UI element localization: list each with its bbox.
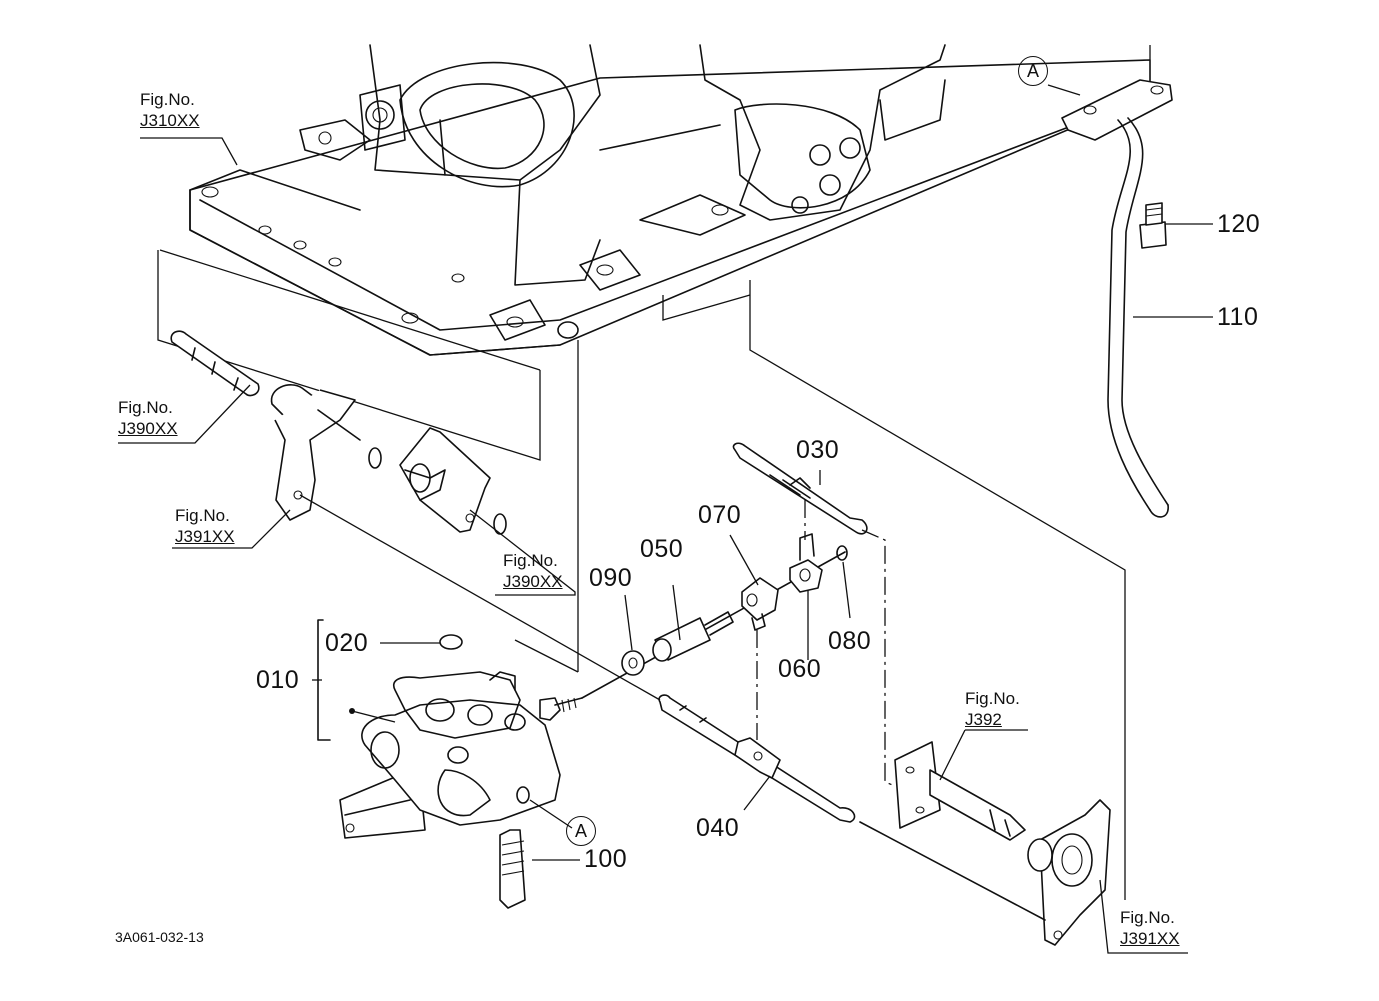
fig-ref-code: J392 <box>965 710 1002 729</box>
part-label-020: 020 <box>325 629 369 657</box>
fig-ref-prefix: Fig.No. <box>1120 908 1175 927</box>
left-pin-assembly-drawing <box>170 330 507 535</box>
part-label-090: 090 <box>589 564 633 592</box>
fig-ref-code: J390XX <box>503 572 563 591</box>
fig-ref-code: J310XX <box>140 111 200 130</box>
part-label-010: 010 <box>256 666 300 694</box>
fig-ref-j310xx: Fig.No. J310XX <box>140 89 200 131</box>
part-label-100: 100 <box>584 845 628 873</box>
fig-ref-code: J391XX <box>1120 929 1180 948</box>
fig-ref-j391xx-left: Fig.No. J391XX <box>175 505 235 547</box>
part-label-030: 030 <box>796 436 840 464</box>
rod-030-drawing <box>732 442 868 540</box>
fig-ref-j390xx-center: Fig.No. J390XX <box>503 550 563 592</box>
reference-marker-a-top: A <box>1018 56 1048 86</box>
part-label-060: 060 <box>778 655 822 683</box>
part-label-040: 040 <box>696 814 740 842</box>
fig-ref-prefix: Fig.No. <box>175 506 230 525</box>
fig-ref-j392: Fig.No. J392 <box>965 688 1020 730</box>
part-label-070: 070 <box>698 501 742 529</box>
fig-ref-prefix: Fig.No. <box>118 398 173 417</box>
valve-body-drawing <box>317 619 583 909</box>
fig-ref-prefix: Fig.No. <box>140 90 195 109</box>
transmission-housing-drawing <box>189 44 1151 356</box>
part-label-080: 080 <box>828 627 872 655</box>
fig-ref-code: J390XX <box>118 419 178 438</box>
fig-ref-prefix: Fig.No. <box>965 689 1020 708</box>
part-label-110: 110 <box>1217 303 1259 331</box>
part-label-120: 120 <box>1217 210 1261 238</box>
spool-linkage-drawing <box>581 533 848 699</box>
fig-ref-code: J391XX <box>175 527 235 546</box>
drawing-code: 3A061-032-13 <box>115 929 204 945</box>
fig-ref-j391xx-right: Fig.No. J391XX <box>1120 907 1180 949</box>
leader-lines <box>118 84 1213 954</box>
fig-ref-j390xx-left: Fig.No. J390XX <box>118 397 178 439</box>
right-support-drawing <box>299 494 1111 946</box>
rod-040-drawing <box>658 630 856 823</box>
pipe-and-fitting-drawing <box>1061 79 1173 518</box>
reference-marker-a-bottom: A <box>566 816 596 846</box>
fig-ref-prefix: Fig.No. <box>503 551 558 570</box>
part-label-050: 050 <box>640 535 684 563</box>
